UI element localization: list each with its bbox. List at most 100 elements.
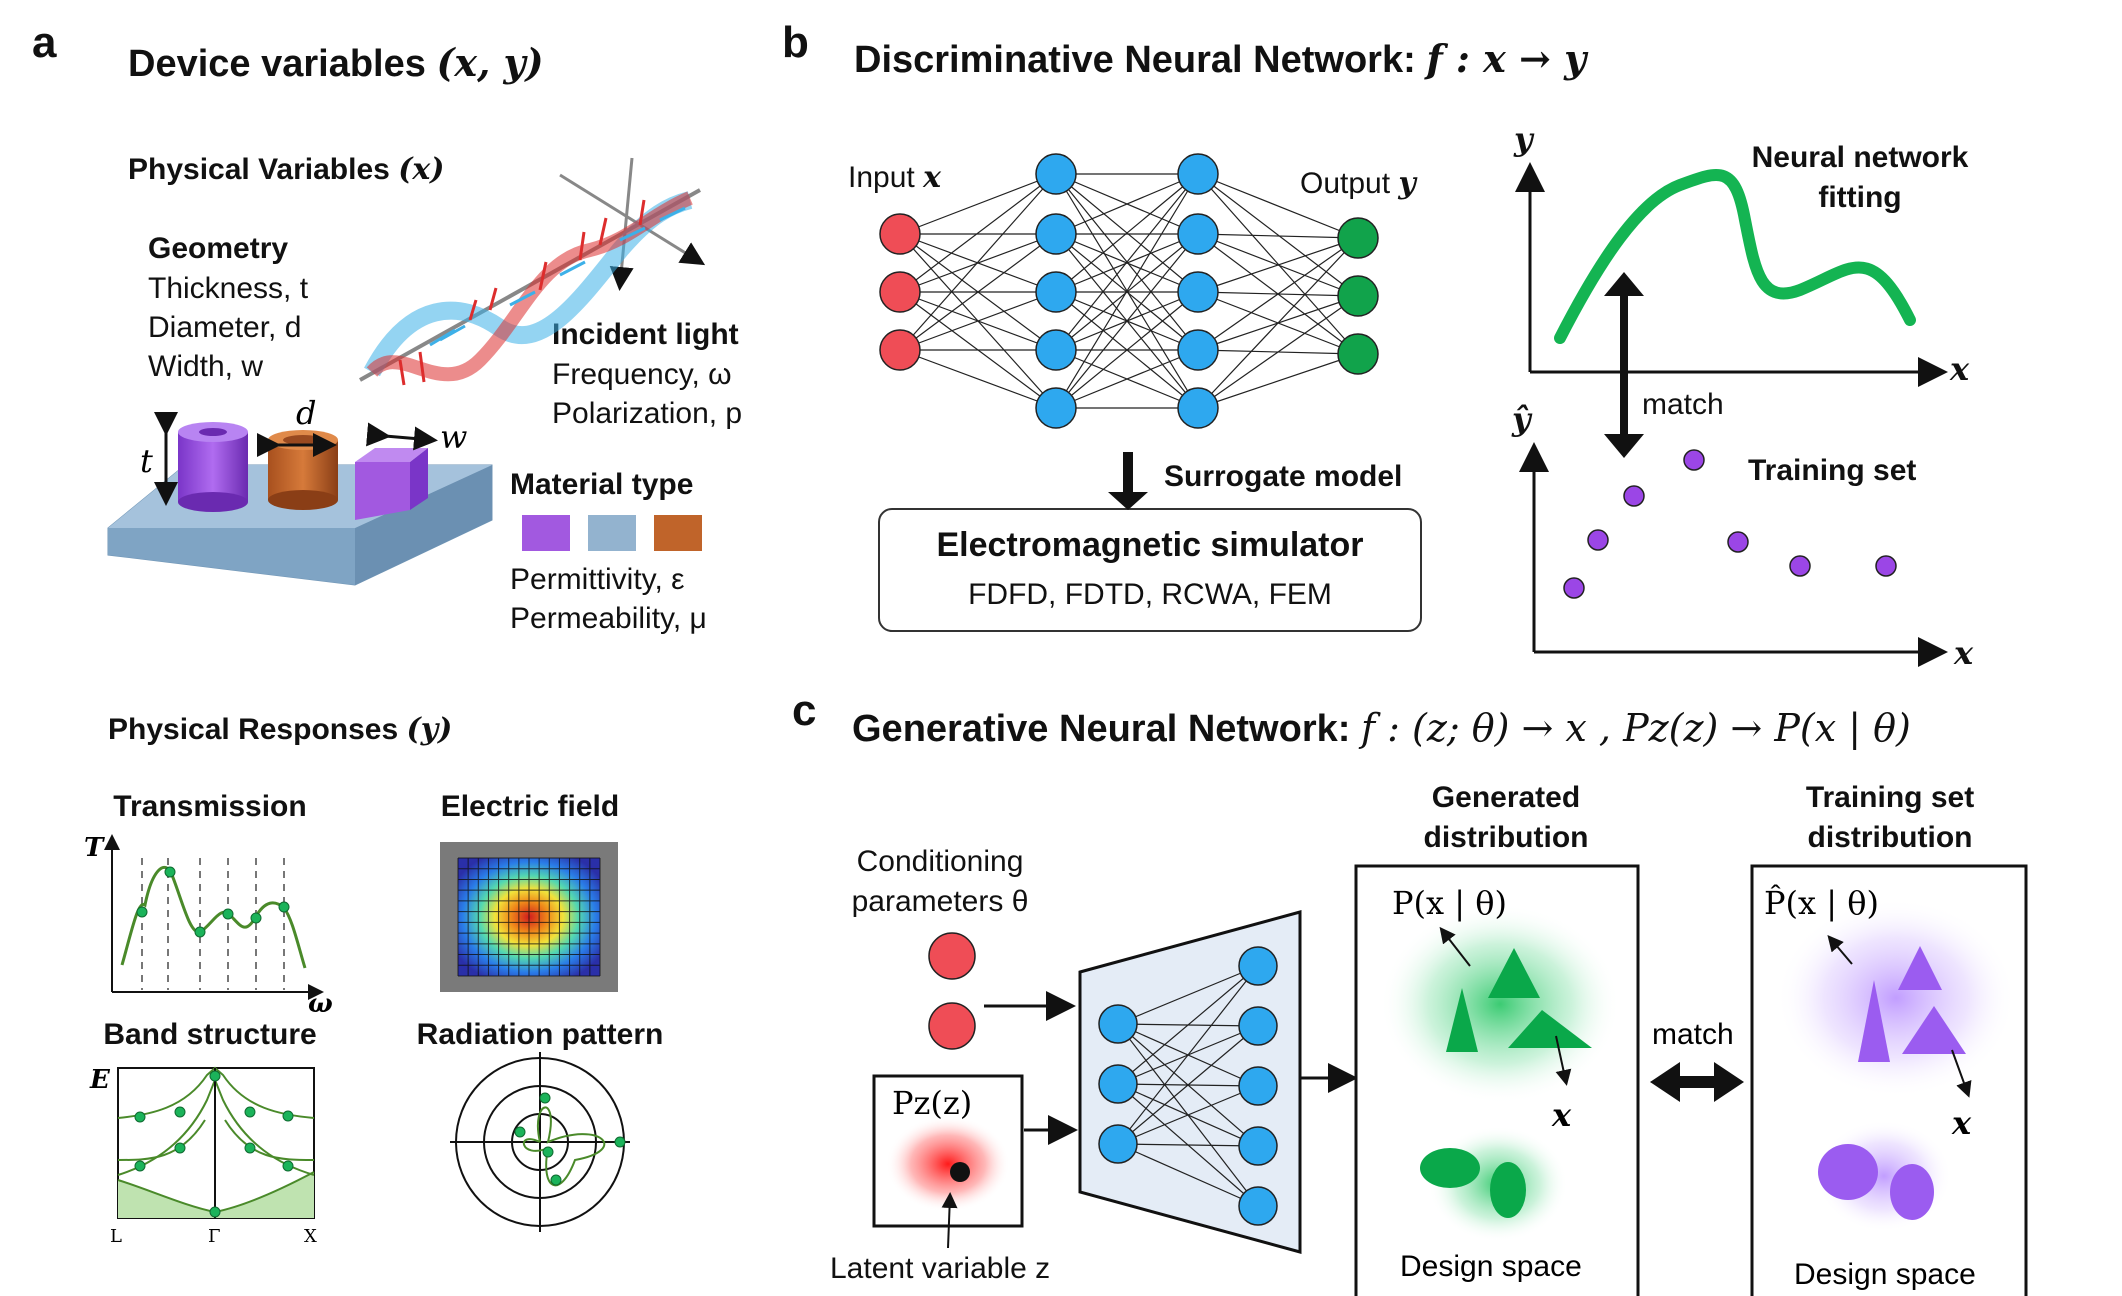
generated-heading-line1: Generated: [1431, 781, 1581, 814]
generative-title: Generative Neural Network: f : (z; θ) → …: [852, 706, 1911, 751]
training-x-label: x: [1951, 1104, 1972, 1142]
material-permeability: Permeability, μ: [510, 602, 707, 635]
material-type-heading: Material type: [510, 468, 694, 501]
physical-responses-math: (y): [406, 712, 453, 747]
hidden-node: [1177, 329, 1219, 371]
generator-node: [1238, 946, 1278, 986]
conditioning-line2: parameters θ: [851, 885, 1029, 918]
latent-variable-label: Latent variable z: [830, 1252, 1051, 1285]
nn-edge: [899, 291, 1057, 351]
training-heading-line1: Training set: [1805, 781, 1975, 814]
simulator-box: Electromagnetic simulator FDFD, FDTD, RC…: [878, 508, 1422, 632]
nn-edge: [899, 173, 1057, 293]
nn-edge: [1055, 173, 1199, 293]
device-variables-title: Device variables (x, y): [128, 40, 544, 86]
physical-variables-math: (x): [398, 152, 445, 187]
material-swatch-orange: [654, 515, 702, 551]
nn-edge: [1055, 349, 1199, 409]
output-node: [1337, 217, 1379, 259]
generator-edge: [1117, 1085, 1259, 1145]
transmission-axis-x: ω: [308, 989, 333, 1019]
input-node: [879, 329, 921, 371]
surrogate-model-label: Surrogate model: [1164, 460, 1403, 493]
radiation-pattern-plot: [450, 1052, 630, 1232]
surrogate-arrow: [1108, 492, 1148, 510]
band-tick-l: L: [110, 1226, 122, 1247]
input-label-text: Input: [848, 161, 915, 194]
nn-fitting-label: Neural network fitting: [1720, 138, 2000, 218]
training-heading: Training set distribution: [1740, 778, 2040, 858]
generative-title-text: Generative Neural Network:: [852, 708, 1351, 750]
nn-edge: [1197, 237, 1359, 293]
transmission-label: Transmission: [113, 790, 307, 823]
nn-fitting-line2: fitting: [1818, 181, 1902, 214]
geometry-thickness: Thickness, t: [148, 272, 309, 305]
nn-edge: [1055, 173, 1199, 409]
input-node: [879, 213, 921, 255]
nn-edge: [1055, 233, 1199, 409]
band-axis-y: E: [89, 1065, 111, 1095]
hidden-node: [1177, 271, 1219, 313]
design-space-training: Design space: [1794, 1258, 1976, 1291]
nn-edge: [1197, 295, 1359, 409]
transmission-axis-y: T: [84, 833, 105, 863]
distribution-match-label: match: [1652, 1018, 1734, 1051]
discriminative-title: Discriminative Neural Network: f : x → y: [854, 36, 1586, 82]
conditioning-label: Conditioning parameters θ: [820, 842, 1060, 922]
incident-light-heading: Incident light: [552, 318, 739, 351]
generator-node: [1098, 1004, 1138, 1044]
nn-edge: [1197, 233, 1359, 239]
electric-field-heatmap: [440, 842, 618, 992]
nn-edge: [899, 233, 1057, 351]
design-space-generated: Design space: [1400, 1250, 1582, 1283]
nn-edge: [899, 173, 1057, 351]
generator-node: [1098, 1124, 1138, 1164]
nn-edge: [1197, 237, 1359, 351]
nn-edge: [1055, 173, 1199, 235]
generative-title-math: f : (z; θ) → x , Pz(z) → P(x | θ): [1360, 706, 1911, 750]
hidden-node: [1035, 329, 1077, 371]
input-node: [879, 271, 921, 313]
nn-edge: [899, 233, 1057, 293]
generator-edge: [1117, 965, 1259, 1145]
generator-network: [1078, 910, 1302, 1254]
generated-heading-line2: distribution: [1423, 821, 1589, 854]
dimension-d-label: d: [296, 394, 316, 432]
output-label-text: Output: [1300, 167, 1391, 200]
hidden-node: [1177, 213, 1219, 255]
panel-b-letter: b: [782, 18, 809, 67]
output-node: [1337, 333, 1379, 375]
dimension-w-label: w: [440, 418, 467, 456]
generator-edge: [1117, 965, 1259, 1025]
distribution-match-arrow: [1650, 1062, 1744, 1102]
band-structure-label: Band structure: [103, 1018, 317, 1051]
fit-match-arrow: [1604, 272, 1644, 458]
input-label-math: x: [923, 160, 941, 195]
nn-edge: [1055, 291, 1199, 409]
output-label: Output y: [1300, 166, 1416, 201]
conditioning-nodes: [928, 932, 976, 1050]
nn-edge: [899, 173, 1057, 235]
generator-edge: [1117, 1025, 1259, 1145]
nn-edge: [1197, 237, 1359, 409]
output-node: [1337, 275, 1379, 317]
dimension-t-label: t: [140, 442, 153, 480]
physical-responses-heading: Physical Responses (y): [108, 712, 452, 747]
discriminative-title-math: f : x → y: [1426, 36, 1587, 81]
electric-field-label: Electric field: [440, 790, 620, 823]
nn-edge: [1055, 233, 1199, 293]
transmission-plot: [104, 834, 324, 1000]
material-swatch-blue: [588, 515, 636, 551]
training-set-label: Training set: [1748, 454, 1917, 487]
physical-responses-text: Physical Responses: [108, 713, 399, 746]
generator-node: [1098, 1064, 1138, 1104]
generator-edge: [1117, 1143, 1259, 1207]
hidden-node: [1177, 153, 1219, 195]
physical-variables-heading: Physical Variables (x): [128, 152, 444, 187]
fit-match-label: match: [1642, 388, 1724, 421]
output-label-math: y: [1398, 166, 1416, 201]
generator-nodes: [1098, 946, 1278, 1226]
generator-edge: [1117, 965, 1259, 1085]
device-variables-text: Device variables: [128, 43, 426, 85]
